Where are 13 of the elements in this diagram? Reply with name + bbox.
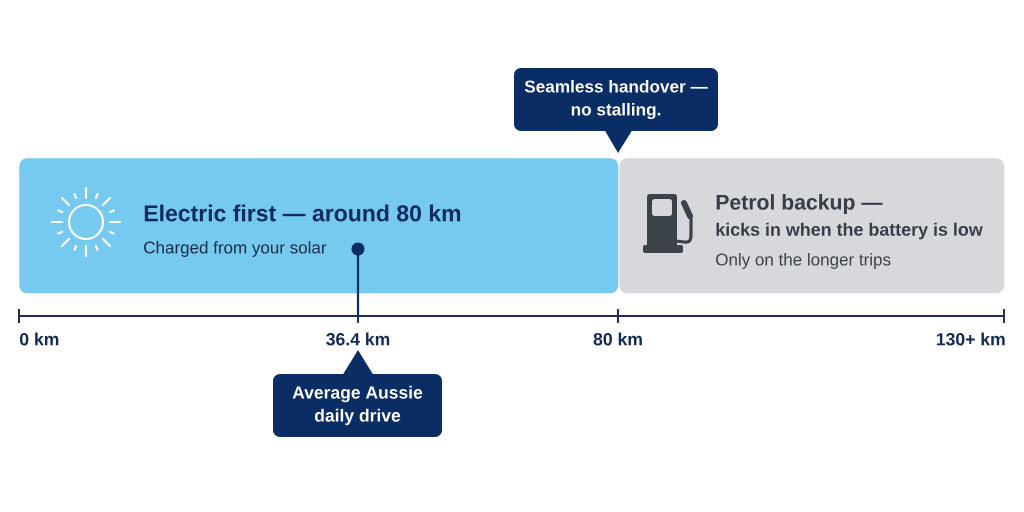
range-band [19,158,619,294]
tick-label: 80 km [593,332,642,346]
tick-label: 130+ km [936,332,1005,346]
band-heading: Petrol backup — [716,194,883,214]
band-heading: Electric first — around 80 km [144,204,461,222]
callout-bubble: Seamless handover — no stalling. [514,68,718,153]
band-subtitle: Charged from your solar [144,241,327,257]
range-band [619,158,1005,294]
band-subheading: kicks in when the battery is low [716,222,983,240]
callout-bubble: Average Aussie daily drive [273,350,442,437]
tick-label: 0 km [19,332,59,346]
band-subtitle: Only on the longer trips [716,253,891,269]
tick-label: 36.4 km [326,332,390,346]
